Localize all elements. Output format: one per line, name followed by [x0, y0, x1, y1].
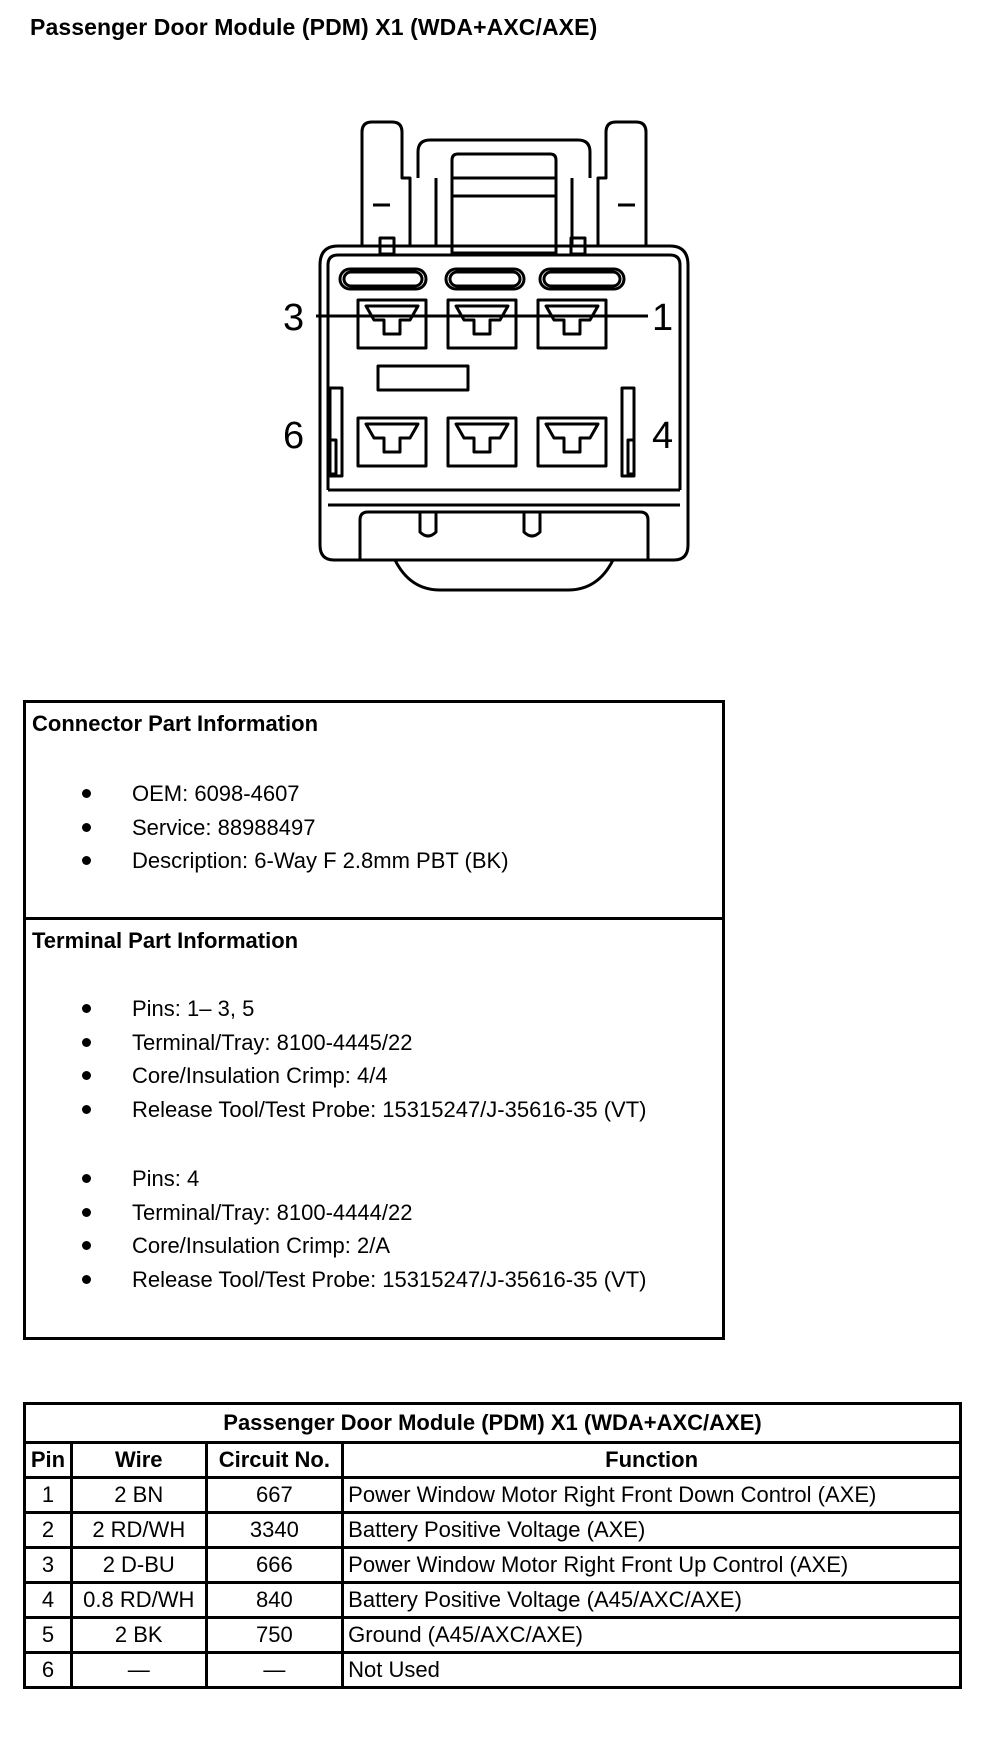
wire-cell: 2 BN [69, 1476, 208, 1514]
table-row: 1 2 BN 667 Power Window Motor Right Fron… [23, 1476, 962, 1514]
terminal-part-information: Terminal Part Information Pins: 1– 3, 5 … [26, 920, 722, 1337]
part-information-box: Connector Part Information OEM: 6098-460… [23, 700, 725, 1340]
list-item: Core/Insulation Crimp: 4/4 [26, 1059, 646, 1093]
page-title: Passenger Door Module (PDM) X1 (WDA+AXC/… [30, 14, 598, 40]
bullet-icon [82, 856, 91, 865]
wire-cell: — [69, 1651, 208, 1689]
table-header-row: Pin Wire Circuit No. Function [23, 1441, 962, 1479]
bullet-icon [82, 1174, 91, 1183]
circuit-cell: — [204, 1651, 345, 1689]
bullet-icon [82, 1004, 91, 1013]
pin-cell: 3 [23, 1546, 73, 1584]
pin-cell: 1 [23, 1476, 73, 1514]
pin-cell: 2 [23, 1511, 73, 1549]
pin-label-4: 4 [652, 415, 673, 457]
pin-cell: 6 [23, 1651, 73, 1689]
bullet-icon [82, 1274, 91, 1284]
list-item: Release Tool/Test Probe: 15315247/J-3561… [26, 1263, 646, 1297]
connector-part-information: Connector Part Information OEM: 6098-460… [26, 703, 722, 920]
table-row: 5 2 BK 750 Ground (A45/AXC/AXE) [23, 1616, 962, 1654]
list-item: Description: 6-Way F 2.8mm PBT (BK) [26, 844, 509, 878]
pin-cell: 5 [23, 1616, 73, 1654]
list-item: Release Tool/Test Probe: 15315247/J-3561… [26, 1093, 646, 1127]
list-item: Terminal/Tray: 8100-4444/22 [26, 1196, 646, 1230]
function-cell: Power Window Motor Right Front Up Contro… [341, 1546, 962, 1584]
wire-cell: 2 RD/WH [69, 1511, 208, 1549]
bullet-icon [82, 1071, 91, 1080]
pinout-table: Passenger Door Module (PDM) X1 (WDA+AXC/… [23, 1402, 962, 1689]
column-header-wire: Wire [69, 1441, 208, 1479]
bullet-icon [82, 1207, 91, 1217]
terminal-info-list-1: Pins: 1– 3, 5 Terminal/Tray: 8100-4445/2… [26, 992, 646, 1126]
circuit-cell: 750 [204, 1616, 345, 1654]
terminal-info-title: Terminal Part Information [32, 928, 299, 953]
column-header-function: Function [341, 1441, 962, 1479]
table-row: 6 — — Not Used [23, 1651, 962, 1689]
list-item: Pins: 1– 3, 5 [26, 992, 646, 1026]
wire-cell: 2 BK [69, 1616, 208, 1654]
list-item: Terminal/Tray: 8100-4445/22 [26, 1026, 646, 1060]
connector-face-diagram: 3 1 6 4 [283, 120, 690, 592]
pin-label-3: 3 [283, 297, 304, 339]
column-header-pin: Pin [23, 1441, 73, 1479]
wire-cell: 0.8 RD/WH [69, 1581, 208, 1619]
table-row: 3 2 D-BU 666 Power Window Motor Right Fr… [23, 1546, 962, 1584]
bullet-icon [82, 789, 91, 798]
circuit-cell: 666 [204, 1546, 345, 1584]
bullet-icon [82, 1037, 91, 1047]
pin-label-6: 6 [283, 415, 304, 457]
pin-cell: 4 [23, 1581, 73, 1619]
function-cell: Battery Positive Voltage (A45/AXC/AXE) [341, 1581, 962, 1619]
connector-info-list: OEM: 6098-4607 Service: 88988497 Descrip… [26, 777, 509, 878]
circuit-cell: 667 [204, 1476, 345, 1514]
function-cell: Power Window Motor Right Front Down Cont… [341, 1476, 962, 1514]
circuit-cell: 840 [204, 1581, 345, 1619]
circuit-cell: 3340 [204, 1511, 345, 1549]
list-item: Service: 88988497 [26, 811, 509, 845]
bullet-icon [82, 1241, 91, 1250]
table-row: 4 0.8 RD/WH 840 Battery Positive Voltage… [23, 1581, 962, 1619]
function-cell: Ground (A45/AXC/AXE) [341, 1616, 962, 1654]
function-cell: Battery Positive Voltage (AXE) [341, 1511, 962, 1549]
pin-label-1: 1 [652, 297, 673, 339]
list-item: OEM: 6098-4607 [26, 777, 509, 811]
list-item: Pins: 4 [26, 1162, 646, 1196]
bullet-icon [82, 822, 91, 832]
list-item: Core/Insulation Crimp: 2/A [26, 1229, 646, 1263]
function-cell: Not Used [341, 1651, 962, 1689]
bullet-icon [82, 1104, 91, 1114]
connector-info-title: Connector Part Information [32, 711, 319, 736]
table-row: 2 2 RD/WH 3340 Battery Positive Voltage … [23, 1511, 962, 1549]
wire-cell: 2 D-BU [69, 1546, 208, 1584]
column-header-circuit: Circuit No. [204, 1441, 345, 1479]
terminal-info-list-2: Pins: 4 Terminal/Tray: 8100-4444/22 Core… [26, 1162, 646, 1296]
table-title: Passenger Door Module (PDM) X1 (WDA+AXC/… [23, 1402, 962, 1444]
